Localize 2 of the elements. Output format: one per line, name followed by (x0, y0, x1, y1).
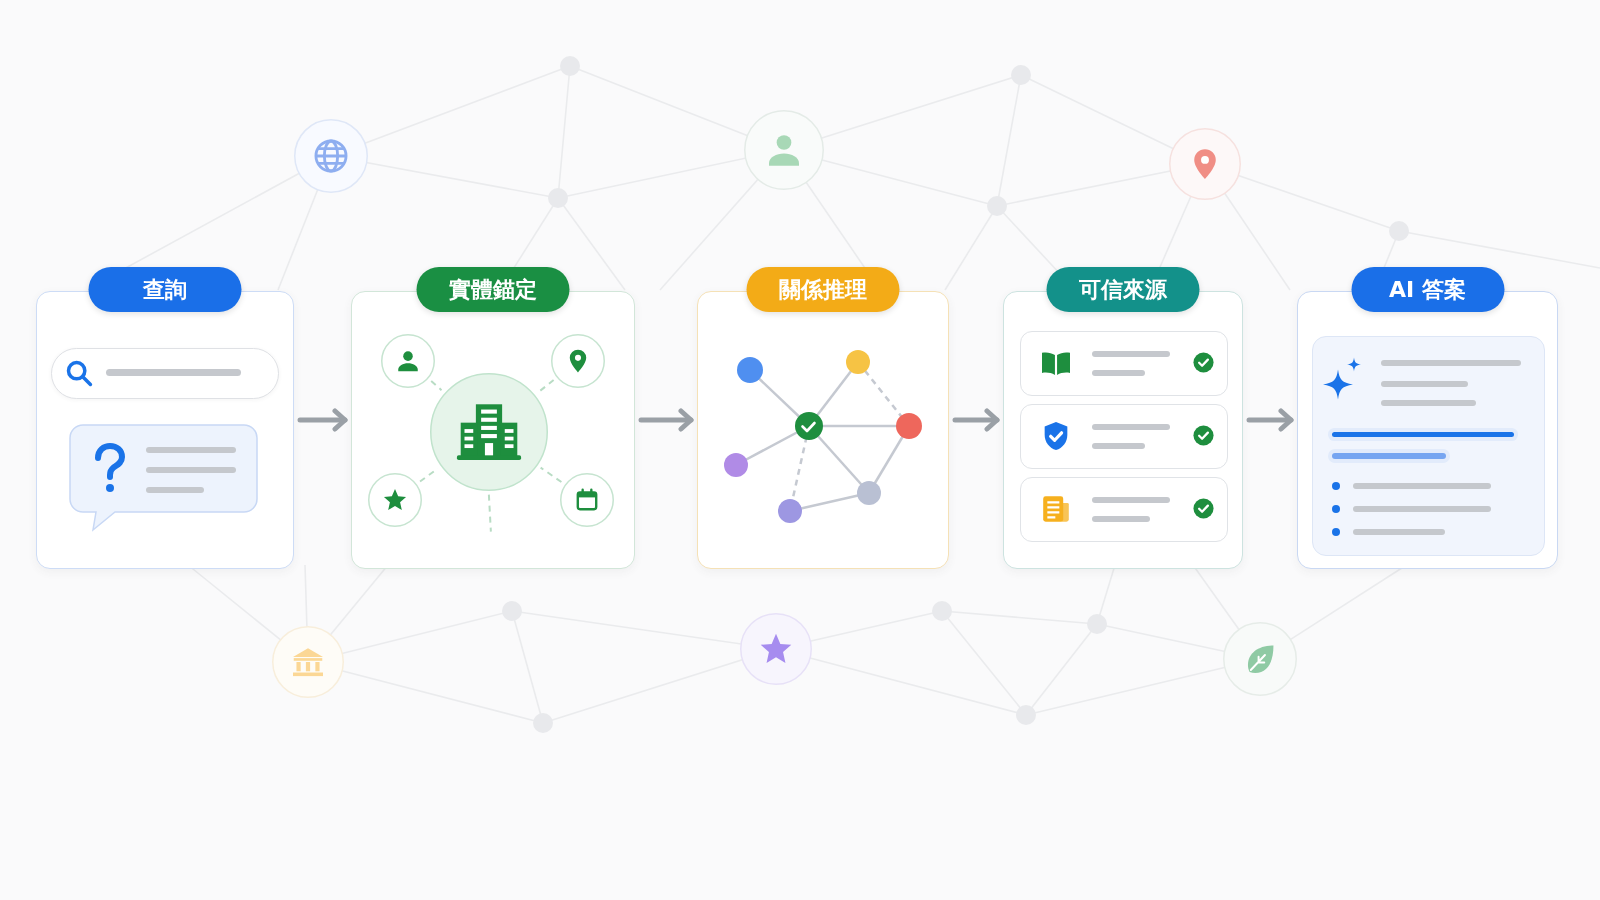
step-title: 查詢 (88, 267, 242, 312)
arrow (297, 408, 348, 432)
